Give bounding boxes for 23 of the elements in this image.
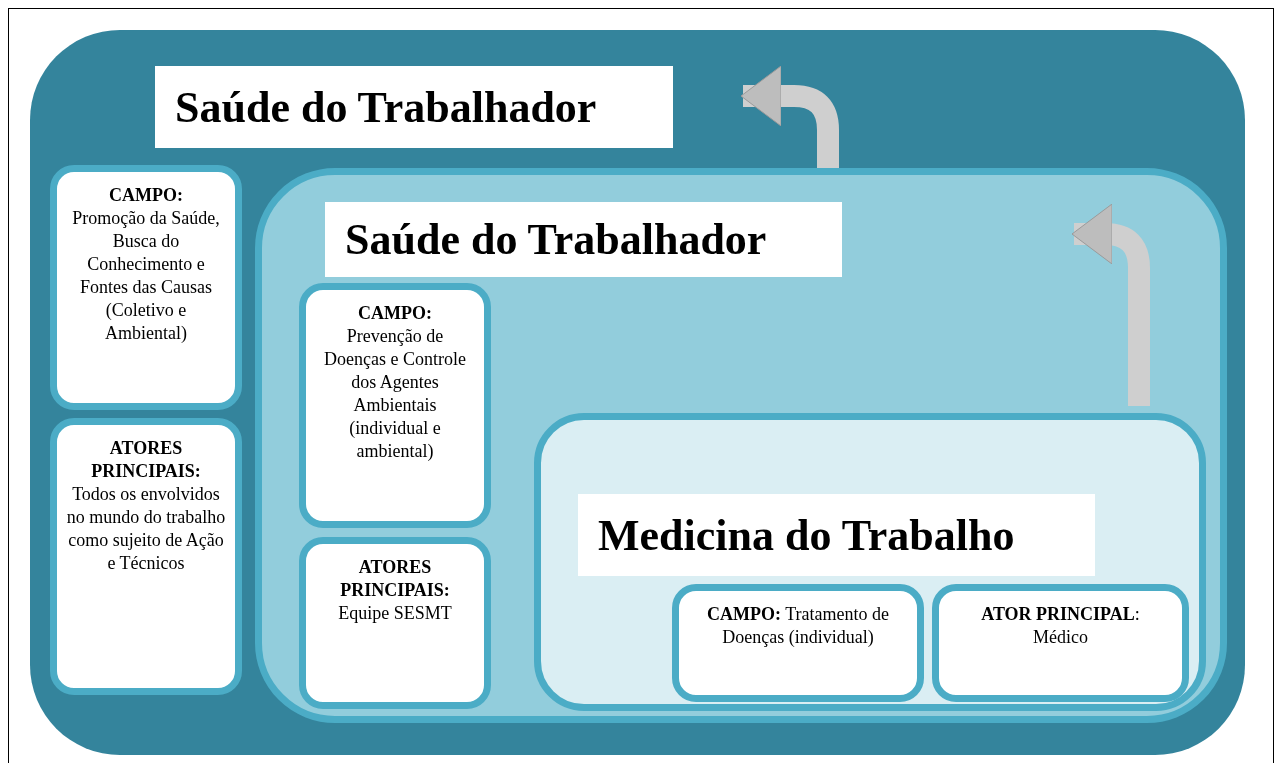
panel-title: Medicina do Trabalho [578, 494, 1095, 576]
info-card [932, 584, 1189, 702]
card-heading: CAMPO: [357, 302, 433, 325]
card-heading: ATORES PRINCIPAIS: [339, 556, 451, 602]
info-card [299, 283, 491, 528]
panel-title: Saúde do Trabalhador [325, 202, 842, 277]
card-text: Promoção da Saúde, Busca do Conhecimento e Fontes das Causas (Coletivo e Ambiental) [71, 207, 221, 345]
card-text: Equipe SESMT [337, 602, 453, 625]
card-text: Todos os envolvidos no mundo do trabalho como sujeito de Ação e Técnicos [65, 483, 227, 575]
card-heading: ATOR PRINCIPAL: [980, 603, 1141, 626]
info-card [50, 418, 242, 695]
info-card [299, 537, 491, 709]
group-panel [534, 413, 1206, 711]
curved-arrow [1071, 203, 1150, 406]
panel-title: Saúde do Trabalhador [155, 66, 673, 148]
group-panel [255, 168, 1227, 723]
card-text: Prevenção de Doenças e Controle dos Agentes Ambientais (individual e ambiental) [323, 325, 467, 463]
card-text: CAMPO: Tratamento de Doenças (individual) [706, 603, 890, 649]
info-card [672, 584, 924, 702]
card-text: Médico [1032, 626, 1089, 649]
card-heading: CAMPO: [108, 184, 184, 207]
card-heading: ATORES PRINCIPAIS: [90, 437, 202, 483]
info-card [50, 165, 242, 410]
